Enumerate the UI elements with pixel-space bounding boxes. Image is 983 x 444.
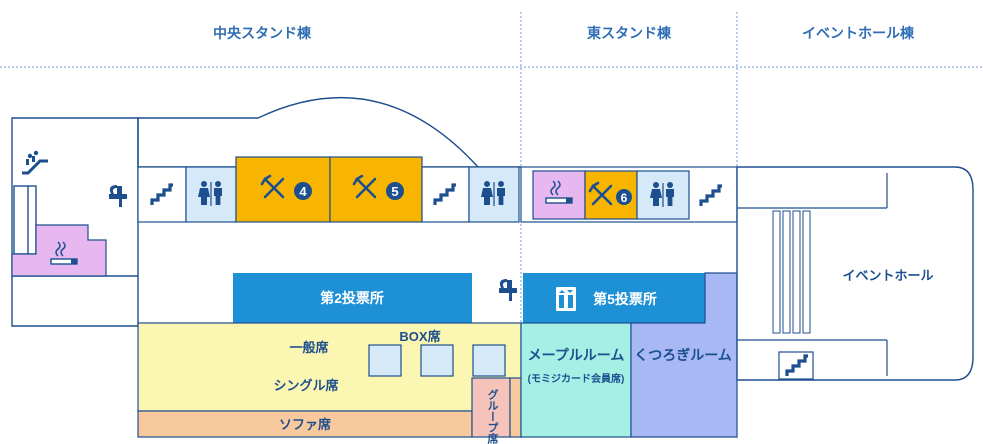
voting-place-2[interactable] <box>233 273 472 323</box>
restaurant-number: 5 <box>391 184 398 199</box>
event-hall-label: イベントホール <box>842 268 933 283</box>
maple-room-label: メープルルーム <box>528 347 625 363</box>
general-seats-label: 一般席 <box>289 340 328 355</box>
box-seat[interactable] <box>420 344 454 377</box>
restaurant-number: 4 <box>299 184 307 199</box>
water-fountain-icon <box>499 279 517 301</box>
stairs-central-1 <box>137 166 187 223</box>
smoking-area-east <box>532 170 586 220</box>
kutsurogi-room-label: くつろぎルーム <box>634 347 732 363</box>
box-seats-label: BOX席 <box>399 329 440 344</box>
restaurant-number-badge <box>616 189 632 205</box>
box-seat[interactable] <box>472 344 506 377</box>
restaurant-number-badge <box>294 182 312 200</box>
maple-room-note: (モミジカード会員席) <box>528 372 625 385</box>
restaurant-number-badge <box>386 182 404 200</box>
restaurant-number: 6 <box>621 191 628 205</box>
general-seating-area[interactable] <box>137 322 522 412</box>
box-seat[interactable] <box>368 344 402 377</box>
event-hall-inner-walls <box>737 173 888 376</box>
voting-place-5[interactable] <box>523 273 705 323</box>
group-seats-label: グループ席 <box>486 388 499 444</box>
header-east-stand: 東スタンド棟 <box>587 25 672 41</box>
smoking-area-left <box>11 224 107 277</box>
voting-place-2-label: 第2投票所 <box>320 290 384 306</box>
sofa-seats-label: ソファ席 <box>279 417 331 432</box>
group-seating-side <box>509 377 522 438</box>
event-hall-grid <box>772 210 811 334</box>
escalator-icon <box>22 150 48 175</box>
sofa-seating-area[interactable] <box>137 410 473 438</box>
voting-place-5-label: 第5投票所 <box>593 291 657 307</box>
elevator-symbol <box>559 290 573 308</box>
header-event-hall-building: イベントホール棟 <box>802 25 915 41</box>
restaurant-5[interactable] <box>329 156 423 223</box>
header-central-stand: 中央スタンド棟 <box>213 25 312 41</box>
maple-room[interactable] <box>520 322 632 438</box>
single-seats-label: シングル席 <box>273 378 338 393</box>
restaurant-4[interactable] <box>235 156 331 223</box>
group-seating-area[interactable] <box>471 377 511 438</box>
